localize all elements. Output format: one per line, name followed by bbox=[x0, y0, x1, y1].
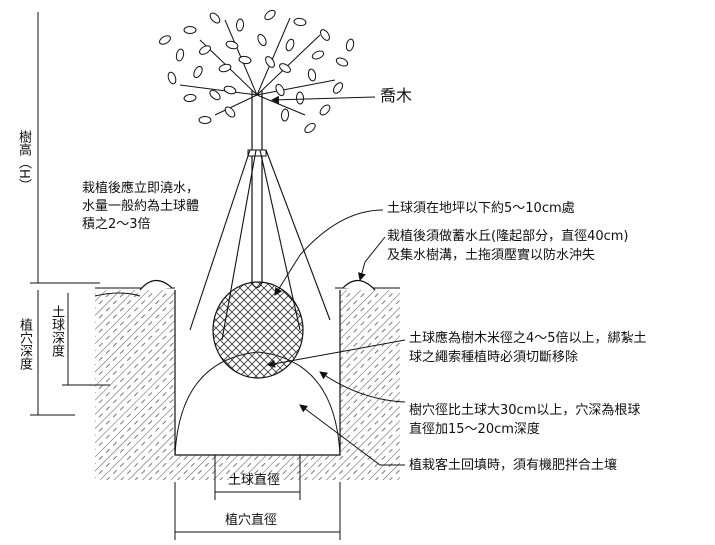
canopy-leaf bbox=[223, 85, 237, 95]
tree-height-label: 樹高（H） bbox=[16, 130, 31, 192]
canopy-leaf bbox=[183, 26, 197, 34]
canopy-branch bbox=[256, 34, 321, 96]
dimension-lines bbox=[30, 12, 341, 540]
canopy-leaf bbox=[224, 106, 236, 118]
canopy-leaf bbox=[238, 55, 252, 65]
canopy-leaf bbox=[175, 48, 185, 62]
water-basin-note-line-2: 及集水樹溝，土拖須壓實以防水沖失 bbox=[387, 248, 596, 263]
canopy-leaf bbox=[295, 91, 305, 105]
canopy-leaf bbox=[332, 82, 344, 94]
canopy-leaf bbox=[279, 63, 291, 73]
ball-below-ground-note: 土球須在地坪以下約5～10cm處 bbox=[387, 201, 575, 216]
tree-name-label: 喬木 bbox=[380, 86, 413, 105]
canopy-branch bbox=[256, 79, 336, 96]
pit-rule-note-line-1: 樹穴徑比土球大30cm以上，穴深為根球 bbox=[409, 403, 641, 418]
canopy-branch bbox=[256, 94, 306, 116]
canopy-leaf bbox=[159, 35, 171, 45]
tree-canopy bbox=[159, 9, 355, 134]
canopy-leaf bbox=[193, 65, 203, 79]
pit-rule-note-line-2: 直徑加15～20cm深度 bbox=[409, 422, 540, 437]
canopy-branch bbox=[256, 17, 291, 96]
canopy-leaf bbox=[275, 83, 285, 97]
canopy-leaf bbox=[167, 71, 177, 85]
tree-trunk bbox=[247, 90, 267, 288]
canopy-leaf bbox=[198, 115, 212, 125]
canopy-leaf bbox=[304, 122, 316, 134]
ball-size-note-line-1: 土球應為樹木米徑之4～5倍以上，綁紮土 bbox=[409, 331, 647, 346]
support-stakes bbox=[189, 149, 331, 341]
pit-diameter-label: 植穴直徑 bbox=[225, 513, 278, 528]
canopy-leaf bbox=[285, 38, 295, 52]
ball-depth-label: 土球深度 bbox=[49, 305, 64, 357]
canopy-leaf bbox=[345, 38, 355, 52]
canopy-leaf bbox=[209, 89, 221, 101]
watering-note-line-2: 水量一般約為土球體 bbox=[82, 199, 200, 214]
canopy-leaf bbox=[199, 45, 211, 55]
root-ball bbox=[212, 281, 304, 379]
canopy-branch bbox=[214, 94, 258, 116]
pit-depth-label: 植穴深度 bbox=[17, 318, 32, 370]
canopy-leaf bbox=[307, 68, 317, 82]
canopy-leaf bbox=[265, 56, 275, 68]
canopy-leaf bbox=[183, 93, 197, 103]
canopy-leaf bbox=[225, 40, 239, 50]
watering-note-line-3: 積之2～3倍 bbox=[82, 217, 151, 232]
ball-size-note-line-2: 球之繩索種植時必須切斷移除 bbox=[409, 350, 579, 365]
canopy-leaf bbox=[280, 108, 290, 122]
water-basin-note-line-1: 栽植後須做蓄水丘(隆起部分，直徑40cm) bbox=[387, 229, 629, 244]
canopy-leaf bbox=[319, 104, 331, 116]
canopy-leaf bbox=[311, 50, 325, 60]
ball-diameter-label: 土球直徑 bbox=[228, 473, 281, 488]
water-basin-mounds bbox=[139, 279, 376, 291]
canopy-leaf bbox=[320, 29, 330, 41]
canopy-leaf bbox=[209, 12, 221, 24]
canopy-leaf bbox=[235, 18, 245, 32]
watering-note-line-1: 栽植後應立即澆水， bbox=[82, 181, 200, 196]
canopy-leaf bbox=[218, 63, 232, 73]
canopy-leaf bbox=[335, 57, 349, 67]
leader-lines bbox=[267, 95, 406, 466]
canopy-leaf bbox=[257, 33, 267, 47]
canopy-leaf bbox=[293, 17, 307, 27]
canopy-leaf bbox=[264, 9, 276, 21]
backfill-note: 植栽客土回填時，須有機肥拌合土壤 bbox=[409, 458, 618, 473]
canopy-branch bbox=[179, 84, 258, 96]
